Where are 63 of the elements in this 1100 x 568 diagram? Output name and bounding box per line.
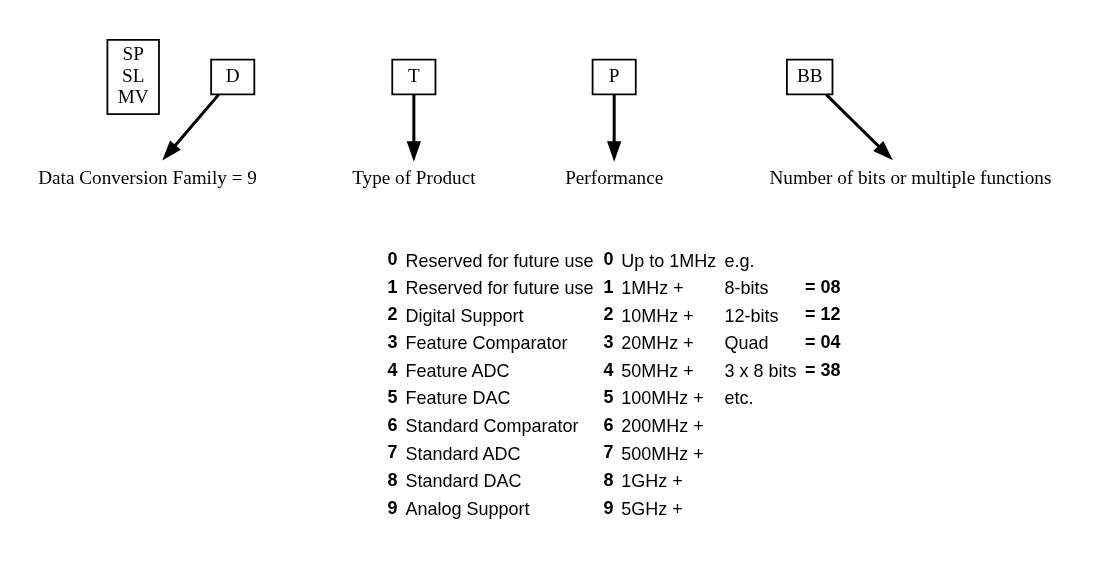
label: 2 (603, 303, 614, 324)
label: 4 (387, 359, 398, 380)
label: 2 (387, 303, 398, 324)
label: Standard ADC (405, 443, 521, 464)
label: = 12 (804, 303, 841, 324)
label: etc. (724, 387, 754, 408)
label: = 38 (804, 359, 841, 380)
node-text: Performance (565, 166, 664, 187)
label: = 04 (804, 331, 841, 352)
node-box: P (591, 58, 637, 95)
arrow (607, 94, 622, 162)
label: 1GHz + (621, 470, 683, 491)
arrow (406, 94, 421, 162)
label: 7 (603, 441, 614, 462)
label: 9 (603, 497, 614, 518)
label: 7 (387, 441, 398, 462)
label: Feature ADC (405, 360, 510, 381)
label: 1 (387, 276, 398, 297)
label: 8 (387, 469, 398, 490)
label: = 08 (804, 276, 841, 297)
label: 4 (603, 359, 614, 380)
label: Reserved for future use (405, 250, 594, 271)
label: 10MHz + (621, 305, 694, 326)
node-text: Type of Product (352, 166, 476, 187)
label: 3 (603, 331, 614, 352)
label: 20MHz + (621, 332, 694, 353)
node-text: Data Conversion Family = 9 (38, 166, 257, 187)
label: 5GHz + (621, 498, 683, 519)
label: 1MHz + (621, 277, 684, 298)
label: 0 (387, 248, 398, 269)
label: Feature DAC (405, 387, 511, 408)
arrow (162, 93, 220, 161)
label: 3 (387, 331, 398, 352)
node-box: SP SL MV (106, 38, 160, 115)
label: 200MHz + (621, 415, 704, 436)
label: e.g. (724, 250, 755, 271)
label: 8 (603, 469, 614, 490)
label: Analog Support (405, 498, 530, 519)
label: 5 (387, 386, 398, 407)
label: 50MHz + (621, 360, 694, 381)
label: Feature Comparator (405, 332, 568, 353)
label: Quad (724, 332, 769, 353)
label: 6 (387, 414, 398, 435)
label: Reserved for future use (405, 277, 594, 298)
label: 500MHz + (621, 443, 704, 464)
label: 1 (603, 276, 614, 297)
label: 12-bits (724, 305, 779, 326)
node-box: T (391, 58, 437, 95)
label: 100MHz + (621, 387, 704, 408)
label: 0 (603, 248, 614, 269)
label: Up to 1MHz (621, 250, 717, 271)
arrow (825, 93, 893, 160)
label: 3 x 8 bits (724, 360, 797, 381)
label: Standard DAC (405, 470, 522, 491)
label: 9 (387, 497, 398, 518)
node-box: D (210, 58, 256, 95)
node-box: BB (786, 58, 834, 95)
node-text: Number of bits or multiple functions (769, 166, 1052, 187)
label: Digital Support (405, 305, 524, 326)
label: 5 (603, 386, 614, 407)
label: 8-bits (724, 277, 769, 298)
label: 6 (603, 414, 614, 435)
label: Standard Comparator (405, 415, 579, 436)
